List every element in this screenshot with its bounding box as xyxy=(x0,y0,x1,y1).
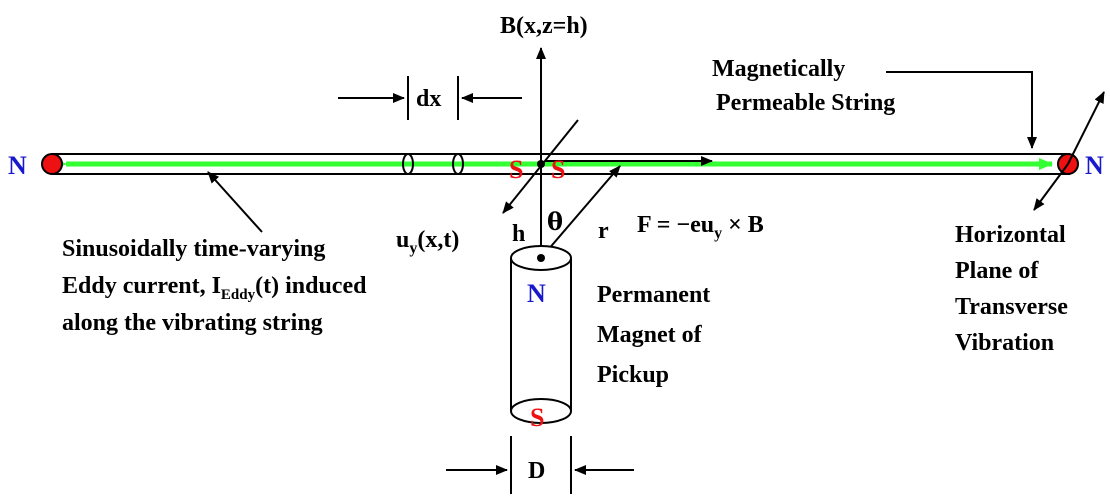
string xyxy=(52,153,1070,175)
eddy-pointer xyxy=(207,171,263,233)
string-pointer xyxy=(886,71,1037,149)
r-label: r xyxy=(598,218,609,244)
permanent-magnet xyxy=(510,245,572,424)
r-arrow xyxy=(540,165,621,259)
vibration-arrow-back xyxy=(1033,163,1069,211)
dx-ellipse-left xyxy=(402,153,414,175)
magnet-label-line3: Pickup xyxy=(597,362,669,388)
left-n-pole: N xyxy=(8,151,27,180)
string-s-pole-left: S xyxy=(509,155,523,184)
dx-label: dx xyxy=(416,86,441,112)
magnet-label-line1: Permanent xyxy=(597,282,710,308)
eddy-label-line2: Eddy current, IEddy(t) induced xyxy=(62,273,367,303)
magnet-center-dot xyxy=(537,254,545,262)
h-label: h xyxy=(512,221,525,247)
uy-label: uy(x,t) xyxy=(396,227,459,257)
d-label: D xyxy=(528,458,545,484)
plane-label-line4: Vibration xyxy=(955,330,1054,356)
plane-label-line3: Transverse xyxy=(955,294,1068,320)
force-label: F = −euy × B xyxy=(637,212,764,242)
theta-label: θ xyxy=(547,207,563,236)
string-label-line2: Permeable String xyxy=(716,90,895,116)
plane-label-line1: Horizontal xyxy=(955,222,1066,248)
vibration-arrow xyxy=(1067,91,1105,165)
dx-marker xyxy=(338,76,522,120)
eddy-label-line1: Sinusoidally time-varying xyxy=(62,236,325,262)
string-label-line1: Magnetically xyxy=(712,56,845,82)
d-marker xyxy=(446,436,634,494)
string-end-left xyxy=(41,153,63,175)
b-field-label: B(x,z=h) xyxy=(500,13,588,39)
string-s-pole-right: S xyxy=(551,155,565,184)
eddy-label-line3: along the vibrating string xyxy=(62,310,323,336)
magnet-label-line2: Magnet of xyxy=(597,322,703,348)
magnet-n-pole: N xyxy=(527,279,546,308)
right-n-pole: N xyxy=(1085,151,1104,180)
center-dot xyxy=(537,160,545,168)
magnet-s-pole: S xyxy=(530,403,544,432)
dx-ellipse-right xyxy=(452,153,464,175)
plane-label-line2: Plane of xyxy=(955,258,1039,284)
